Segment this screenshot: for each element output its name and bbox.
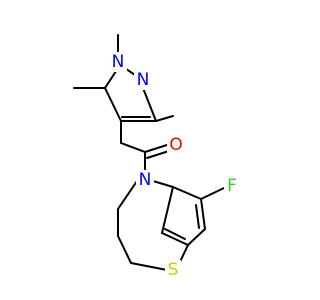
atom-label-N2: N	[137, 70, 150, 90]
bond	[130, 262, 168, 271]
bond	[117, 235, 132, 264]
bond	[146, 150, 170, 159]
bond	[161, 186, 174, 234]
bond	[200, 198, 206, 230]
atom-S: S	[165, 260, 181, 280]
atom-F: F	[224, 176, 240, 196]
bond	[117, 180, 138, 210]
bond	[120, 142, 146, 153]
atom-label-O: O	[169, 135, 182, 155]
atom-label-S: S	[168, 260, 179, 280]
atom-N1: N	[109, 52, 127, 72]
bond	[142, 87, 157, 122]
chemical-structure-diagram: N N O N F S	[73, 34, 240, 280]
atom-label-F: F	[227, 176, 237, 196]
bond	[164, 228, 186, 240]
bond	[187, 228, 206, 246]
atom-labels: N N O N F S	[109, 52, 240, 280]
bond	[172, 186, 202, 200]
bond	[200, 187, 225, 200]
bond	[152, 180, 174, 188]
bond-lines	[73, 34, 225, 271]
bond	[104, 87, 122, 122]
bond	[195, 204, 200, 229]
bond	[155, 115, 174, 122]
bond	[144, 144, 168, 153]
atom-label-N1: N	[112, 52, 125, 72]
bond	[161, 232, 189, 246]
atom-N2: N	[134, 70, 152, 90]
atom-O: O	[167, 135, 185, 155]
atom-label-N3: N	[139, 170, 152, 190]
atom-N3: N	[136, 170, 154, 190]
